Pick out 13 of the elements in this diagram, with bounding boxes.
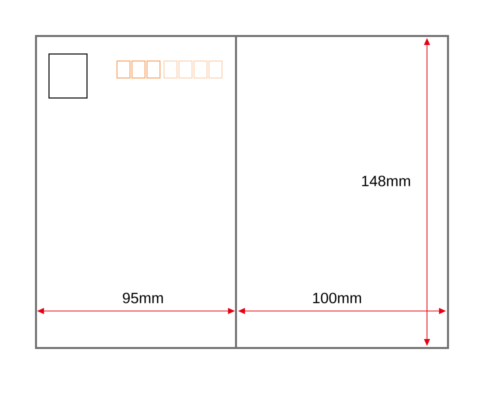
stamp-box: [48, 54, 88, 98]
dimension-label: 148mm: [362, 176, 410, 186]
postal-code-box: [194, 60, 208, 78]
dimension-label: 100mm: [313, 292, 361, 304]
postal-code-box: [164, 60, 178, 78]
panel-box: [35, 35, 237, 349]
dimension-label: 95mm: [122, 292, 163, 304]
postal-code-box: [208, 60, 222, 78]
postal-code-box: [116, 60, 130, 78]
postal-code-box: [132, 60, 146, 78]
postal-code-box: [146, 60, 160, 78]
postal-code-box: [178, 60, 192, 78]
panel-box: [235, 35, 449, 349]
